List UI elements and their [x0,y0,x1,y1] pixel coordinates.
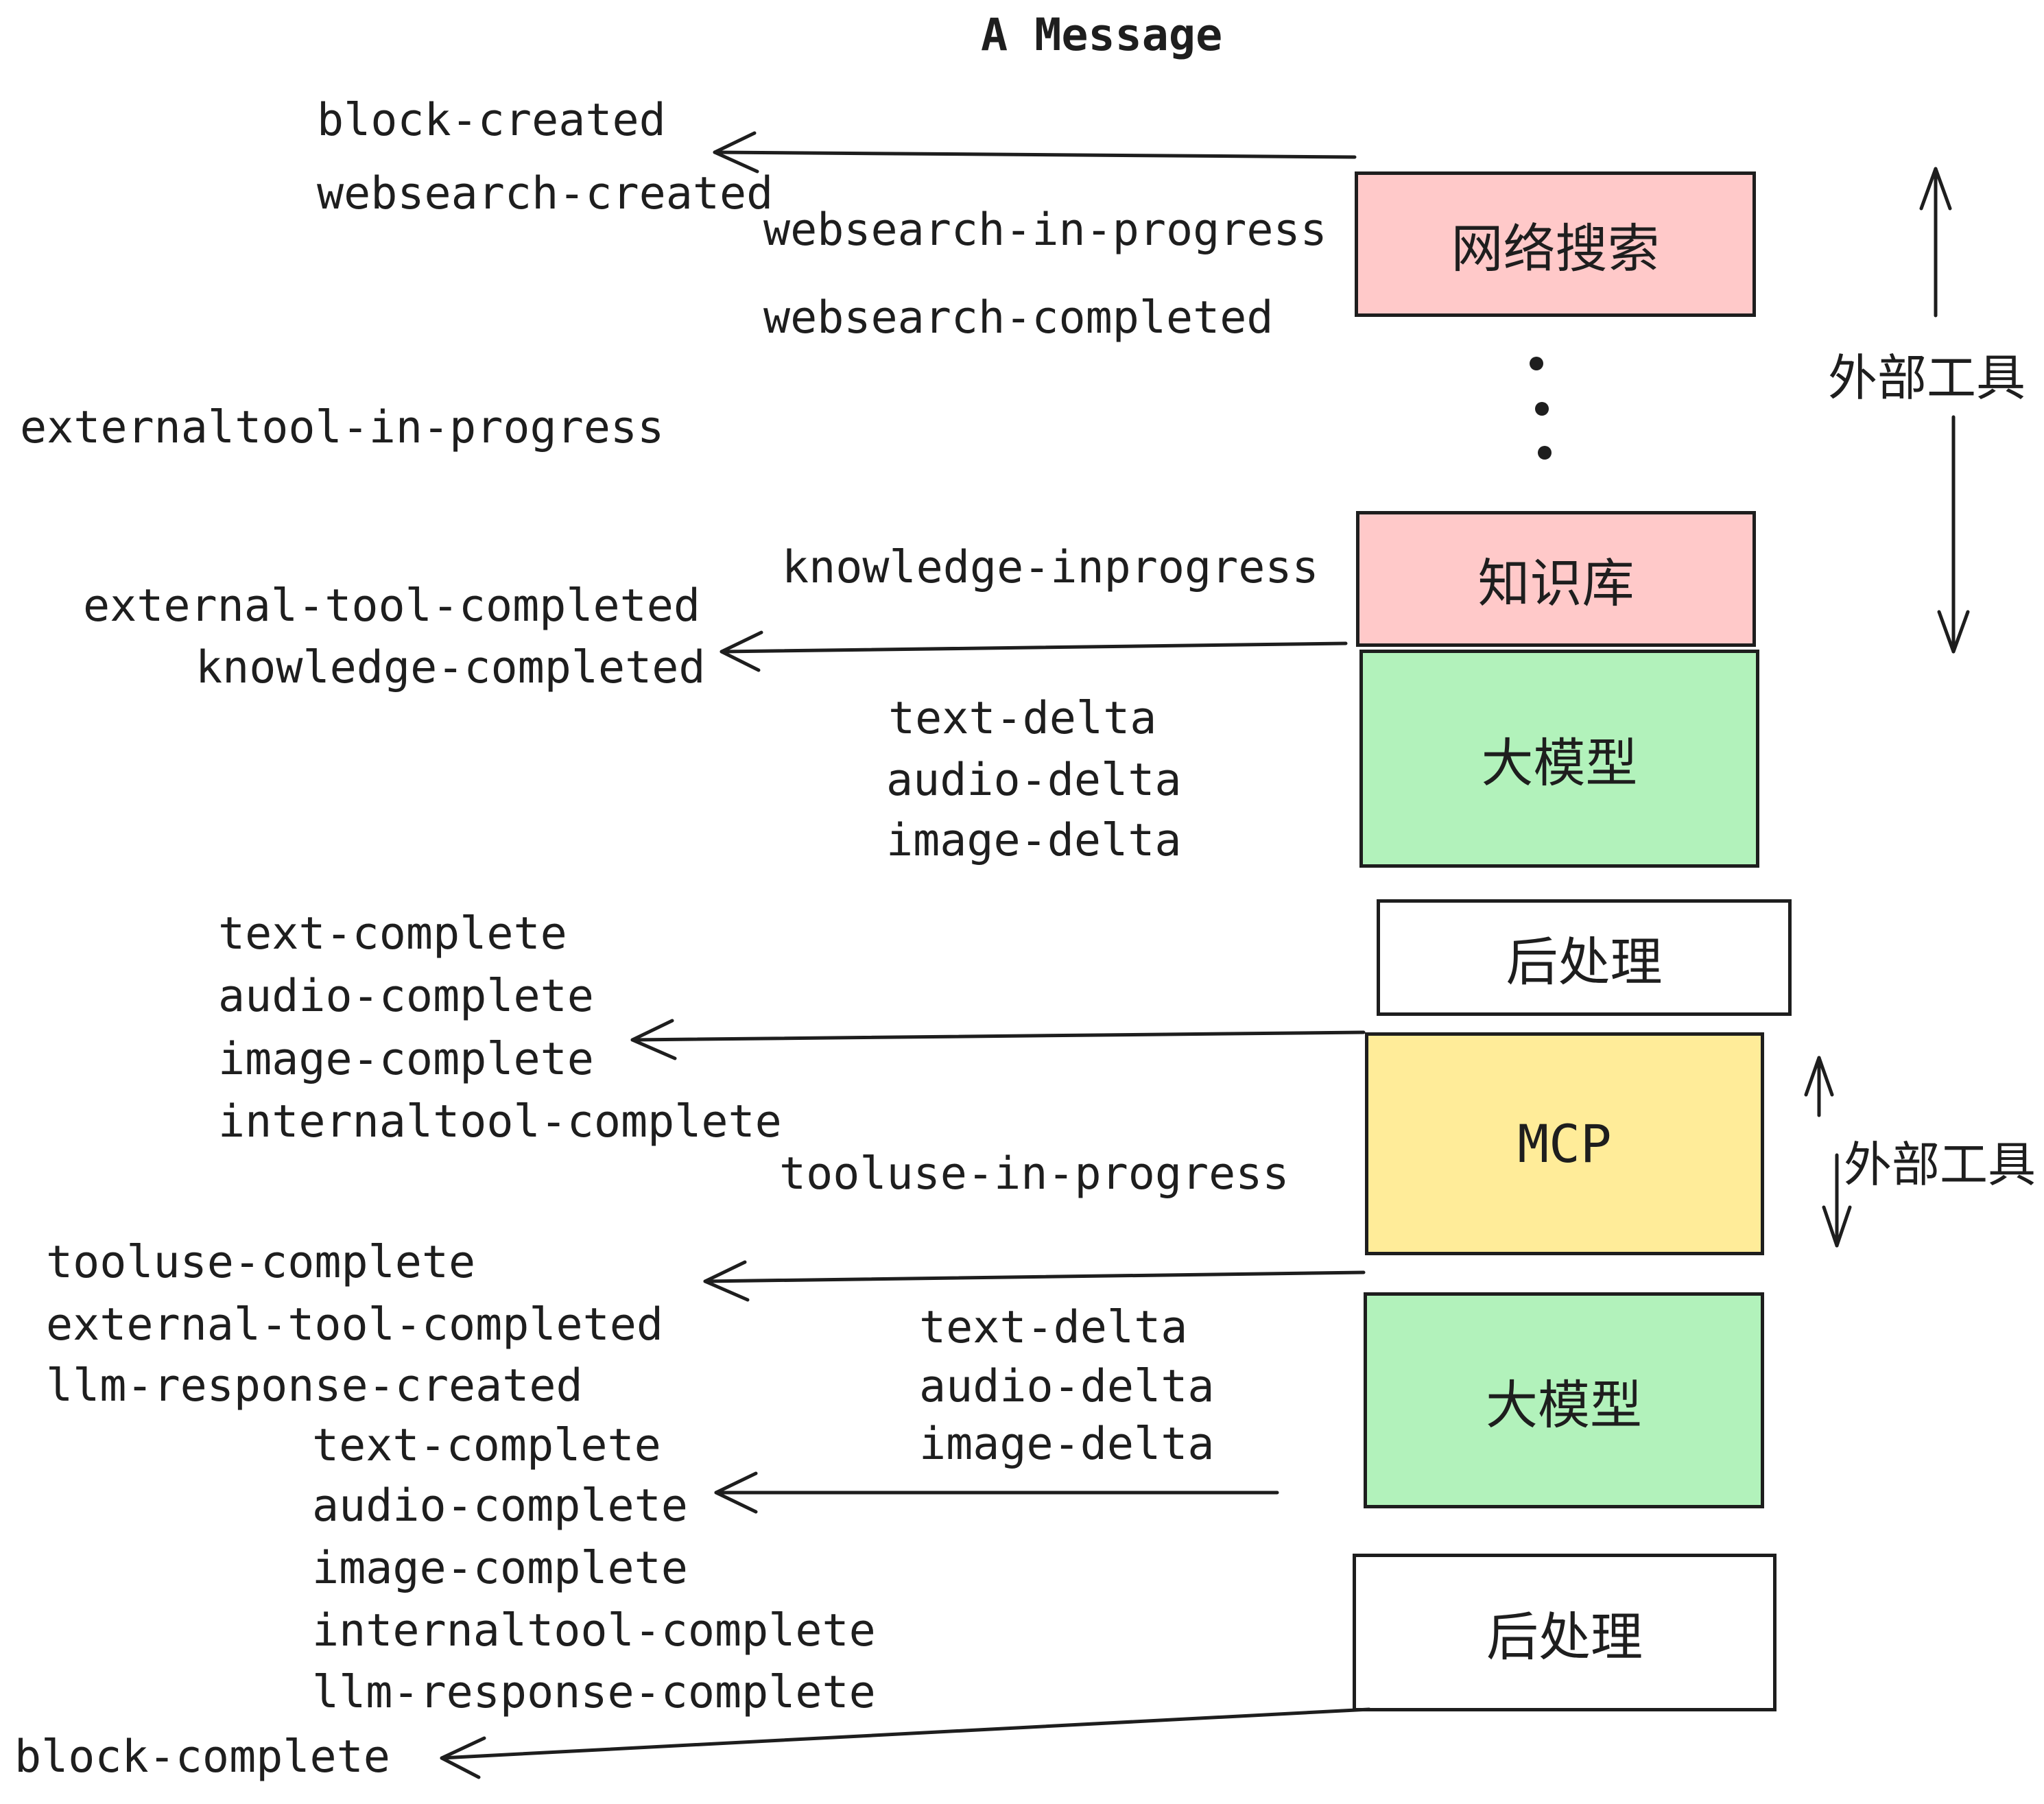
event-audio-complete-2: audio-complete [312,1480,688,1532]
ellipsis-dots [1530,357,1552,460]
arrow-llm2-to-complete [714,1471,1279,1514]
diagram-title: A Message [981,10,1223,61]
event-internaltool-complete-2: internaltool-complete [312,1605,876,1657]
box-postprocess-1-label: 后处理 [1506,934,1663,992]
label-external-tools-1: 外部工具 [1828,351,2026,406]
event-image-complete-2: image-complete [312,1543,688,1594]
box-websearch: 网络搜索 [1355,171,1756,317]
event-text-complete-2: text-complete [312,1420,661,1471]
event-block-complete: block-complete [14,1731,390,1783]
event-llm-response-created: llm-response-created [46,1360,583,1412]
arrow-external-tools-2-up [1804,1056,1834,1117]
arrow-postprocess2-to-block-complete [440,1707,1371,1779]
event-image-delta-1: image-delta [886,815,1182,866]
label-external-tools-2: 外部工具 [1844,1138,2036,1191]
event-websearch-completed: websearch-completed [763,292,1274,344]
box-llm-2-label: 大模型 [1486,1376,1642,1435]
arrow-mcp-to-tooluse-complete [703,1260,1366,1302]
arrow-external-tools-1-down [1937,415,1970,654]
event-text-delta-2: text-delta [919,1302,1188,1353]
event-block-created: block-created [317,95,666,146]
arrow-postprocess1-to-complete [630,1019,1366,1060]
event-audio-delta-1: audio-delta [886,755,1182,806]
event-knowledge-completed: knowledge-completed [195,642,706,693]
event-external-tool-completed-2: external-tool-completed [46,1299,664,1351]
box-llm-2: 大模型 [1364,1292,1764,1508]
event-text-complete-1: text-complete [218,908,567,960]
arrow-websearch-to-created [713,131,1357,174]
event-image-delta-2: image-delta [919,1419,1215,1470]
arrow-external-tools-1-up [1919,167,1952,318]
event-audio-complete-1: audio-complete [218,971,594,1022]
event-tooluse-complete: tooluse-complete [46,1237,476,1288]
event-image-complete-1: image-complete [218,1034,594,1085]
event-audio-delta-2: audio-delta [919,1361,1215,1412]
box-postprocess-2: 后处理 [1353,1554,1776,1711]
box-mcp-label: MCP [1517,1113,1612,1174]
box-llm-1-label: 大模型 [1481,735,1638,793]
box-websearch-label: 网络搜索 [1451,220,1660,278]
box-knowledge: 知识库 [1356,511,1756,647]
event-externaltool-in-progress: externaltool-in-progress [20,402,665,453]
box-postprocess-2-label: 后处理 [1486,1609,1643,1667]
box-postprocess-1: 后处理 [1377,899,1792,1016]
event-internaltool-complete-1: internaltool-complete [218,1096,782,1148]
box-knowledge-label: 知识库 [1477,555,1635,613]
event-tooluse-in-progress: tooluse-in-progress [779,1148,1290,1200]
event-llm-response-complete: llm-response-complete [312,1667,876,1718]
event-knowledge-inprogress: knowledge-inprogress [782,542,1319,593]
box-llm-1: 大模型 [1359,650,1759,868]
event-websearch-in-progress: websearch-in-progress [763,204,1327,256]
event-websearch-created: websearch-created [317,168,774,219]
box-mcp: MCP [1365,1032,1764,1255]
event-external-tool-completed: external-tool-completed [83,580,701,632]
event-text-delta-1: text-delta [888,693,1157,744]
arrow-knowledge-to-completed [720,630,1348,672]
